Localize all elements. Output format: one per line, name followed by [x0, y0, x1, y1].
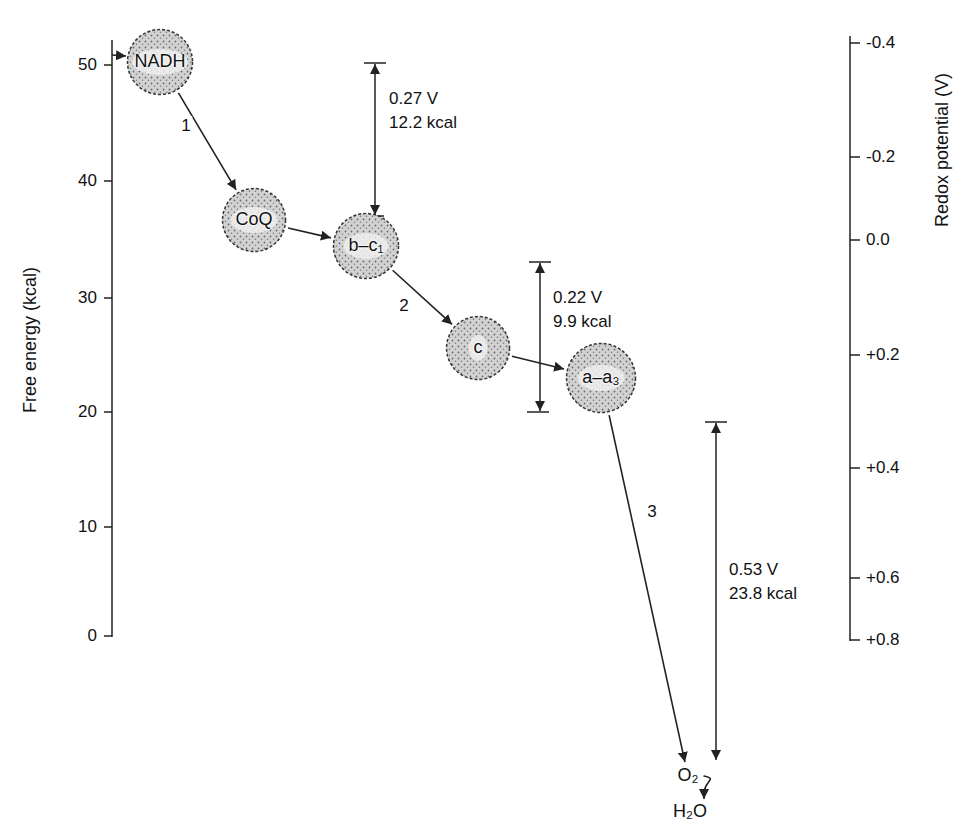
axis-title: Free energy (kcal) [20, 267, 41, 413]
tick-label: +0.2 [866, 345, 900, 365]
free-energy-axis [104, 40, 112, 637]
carrier-circle: b–c₁ [332, 212, 400, 280]
carrier-circle: CoQ [221, 187, 287, 253]
tick-label: +0.8 [866, 630, 900, 650]
energy-value: 23.8 kcal [729, 584, 797, 604]
energy-value: 12.2 kcal [389, 113, 457, 133]
node-text: H₂O [673, 802, 707, 822]
tick-label: +0.4 [866, 458, 900, 478]
energy-value: 9.9 kcal [553, 312, 612, 332]
tick-label: 10 [78, 517, 97, 537]
potential-value: 0.53 V [729, 560, 778, 580]
carrier-circle: c [445, 315, 511, 381]
tick-label: -0.2 [866, 147, 895, 167]
energy-bracket [527, 262, 551, 412]
acceptor-label: O₂ [675, 764, 702, 788]
tick-label: 30 [78, 288, 97, 308]
transfer-arrow [288, 228, 331, 238]
tick-label: +0.6 [866, 568, 900, 588]
tick-label: 40 [78, 171, 97, 191]
step-number: 1 [179, 116, 192, 136]
node-text: NADH [134, 52, 185, 72]
transfer-arrow [704, 776, 711, 799]
transfer-arrow [512, 356, 564, 369]
tick-label: 0 [88, 626, 97, 646]
potential-value: 0.27 V [389, 89, 438, 109]
energy-bracket [362, 63, 386, 216]
transfer-arrow [393, 270, 453, 324]
tick-label: 0.0 [866, 230, 890, 250]
tick-label: 50 [78, 55, 97, 75]
node-text: c [474, 338, 483, 358]
transfer-arrow [178, 93, 236, 190]
node-text: O₂ [678, 766, 699, 786]
axis-title: Redox potential (V) [932, 73, 953, 227]
tick-label: 20 [78, 402, 97, 422]
transfer-arrow [609, 415, 685, 762]
potential-value: 0.22 V [553, 288, 602, 308]
carrier-circle: NADH [126, 28, 194, 96]
redox-axis [850, 36, 860, 641]
node-text: a–a₃ [582, 368, 619, 388]
entry-arrow [112, 55, 126, 56]
tick-label: -0.4 [866, 33, 895, 53]
energy-bracket [705, 422, 727, 760]
step-number: 3 [645, 502, 658, 522]
carrier-circle: a–a₃ [565, 342, 637, 414]
step-number: 2 [397, 296, 410, 316]
product-label: H₂O [670, 800, 710, 824]
node-text: b–c₁ [348, 236, 383, 256]
node-text: CoQ [235, 210, 272, 230]
